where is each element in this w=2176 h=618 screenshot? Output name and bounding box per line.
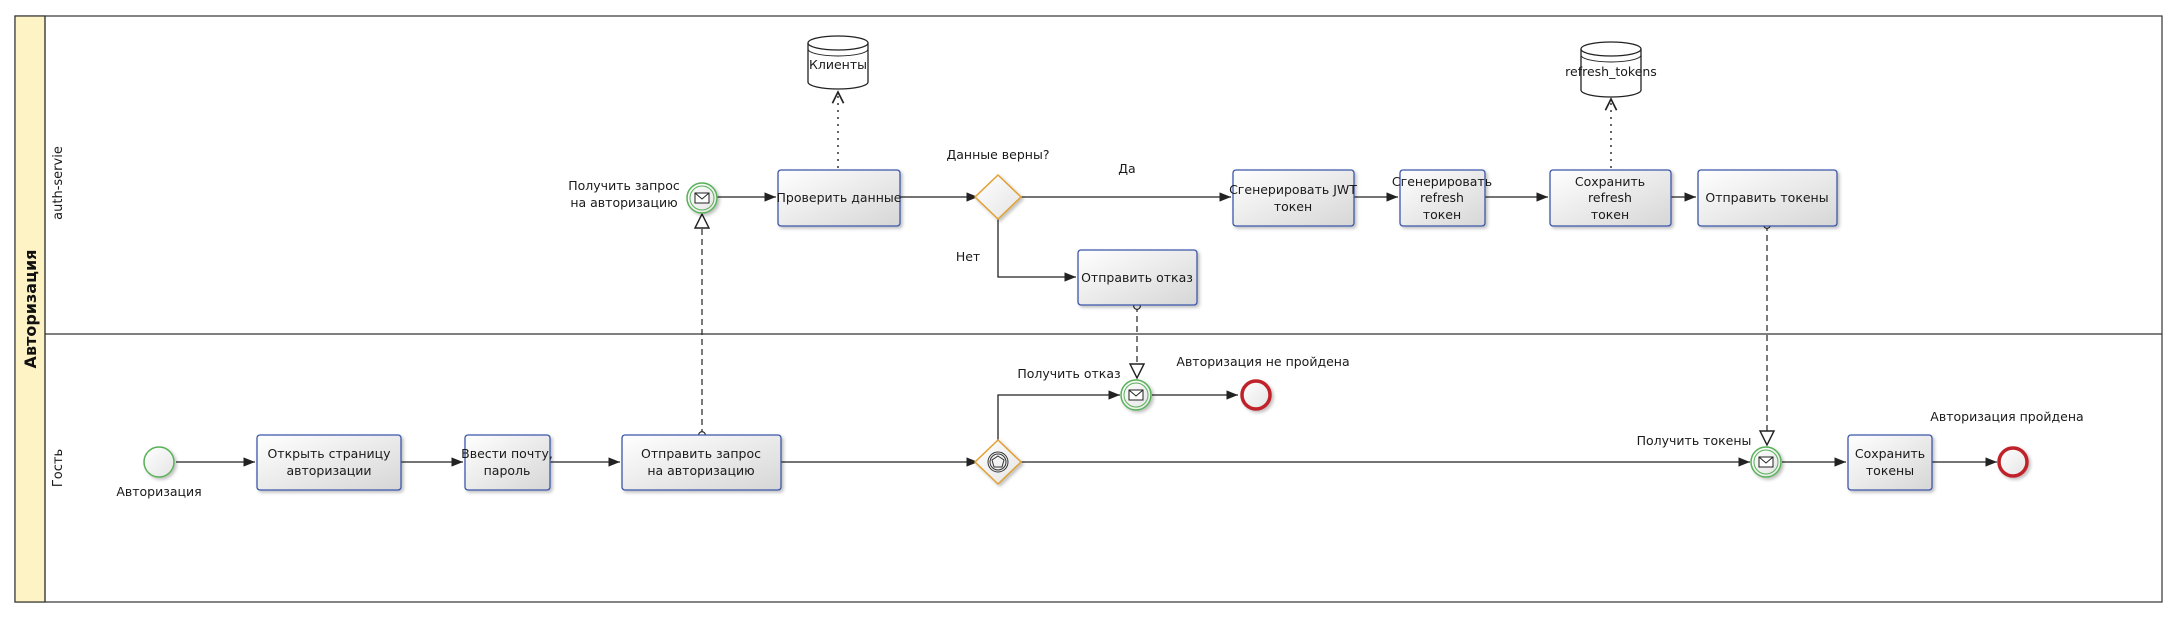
task-save-refresh[interactable]: Сохранить refresh токен bbox=[1549, 169, 1672, 227]
task-open-auth-page[interactable]: Открыть страницу авторизации bbox=[256, 434, 402, 491]
task-save-refresh-line2: refresh bbox=[1588, 190, 1632, 205]
task-enter-email-line1: Ввести почту, bbox=[461, 446, 553, 461]
message-flows bbox=[702, 214, 1767, 445]
event-receive-request-label-2: на авторизацию bbox=[570, 195, 677, 210]
task-check-data-label: Проверить данные bbox=[777, 190, 902, 205]
task-generate-refresh[interactable]: Сгенерировать refresh токен bbox=[1392, 169, 1492, 227]
gateway-no-label: Нет bbox=[956, 249, 980, 264]
event-receive-refusal-label: Получить отказ bbox=[1017, 366, 1120, 381]
end-event-failed[interactable] bbox=[1240, 379, 1272, 411]
gateway-event-based[interactable] bbox=[973, 438, 1023, 486]
task-save-tokens-line1: Сохранить bbox=[1855, 446, 1925, 461]
gateway-exclusive[interactable] bbox=[973, 173, 1023, 221]
lane-label-service: auth-servie bbox=[51, 146, 66, 220]
task-send-tokens[interactable]: Отправить токены bbox=[1697, 169, 1838, 227]
gateway-yes-label: Да bbox=[1118, 161, 1135, 176]
data-store-clients: Клиенты bbox=[807, 35, 869, 90]
task-save-refresh-line1: Сохранить bbox=[1575, 174, 1645, 189]
end-event-failed-label: Авторизация не пройдена bbox=[1176, 354, 1349, 369]
task-enter-email-line2: пароль bbox=[484, 463, 531, 478]
task-generate-refresh-line2: refresh bbox=[1420, 190, 1464, 205]
event-receive-refusal[interactable] bbox=[1120, 379, 1152, 411]
envelope-icon bbox=[1128, 389, 1144, 401]
start-event-label: Авторизация bbox=[116, 484, 201, 499]
envelope-icon bbox=[1758, 456, 1774, 468]
event-receive-request[interactable] bbox=[686, 182, 718, 214]
task-send-refusal[interactable]: Отправить отказ bbox=[1077, 249, 1198, 306]
event-receive-tokens[interactable] bbox=[1750, 446, 1782, 478]
end-event-passed-label: Авторизация пройдена bbox=[1930, 409, 2083, 424]
task-open-auth-page-line2: авторизации bbox=[286, 463, 371, 478]
pool-header bbox=[14, 15, 46, 603]
task-send-refusal-label: Отправить отказ bbox=[1081, 270, 1193, 285]
data-store-clients-label: Клиенты bbox=[809, 57, 867, 72]
task-send-request-line2: на авторизацию bbox=[647, 463, 754, 478]
task-open-auth-page-line1: Открыть страницу bbox=[267, 446, 391, 461]
sequence-flows bbox=[176, 192, 1997, 467]
task-save-tokens[interactable]: Сохранить токены bbox=[1847, 434, 1933, 491]
task-generate-refresh-line1: Сгенерировать bbox=[1392, 174, 1492, 189]
pool-title: Авторизация bbox=[21, 250, 40, 369]
data-store-refresh-tokens-label: refresh_tokens bbox=[1565, 64, 1657, 79]
task-check-data[interactable]: Проверить данные bbox=[777, 169, 902, 227]
lane-label-guest: Гость bbox=[51, 449, 66, 487]
gateway-question-label: Данные верны? bbox=[947, 147, 1050, 162]
start-event[interactable] bbox=[143, 446, 175, 478]
task-generate-refresh-line3: токен bbox=[1423, 207, 1461, 222]
task-enter-email[interactable]: Ввести почту, пароль bbox=[461, 434, 553, 491]
end-event-passed[interactable] bbox=[1997, 446, 2029, 478]
event-receive-request-label-1: Получить запрос bbox=[568, 178, 680, 193]
task-send-request[interactable]: Отправить запрос на авторизацию bbox=[621, 434, 782, 491]
envelope-icon bbox=[694, 192, 710, 204]
task-send-request-line1: Отправить запрос bbox=[641, 446, 761, 461]
task-generate-jwt-line2: токен bbox=[1274, 199, 1312, 214]
task-generate-jwt[interactable]: Сгенерировать JWT токен bbox=[1229, 169, 1357, 227]
data-store-refresh-tokens: refresh_tokens bbox=[1565, 41, 1657, 98]
task-send-tokens-label: Отправить токены bbox=[1705, 190, 1828, 205]
task-save-refresh-line3: токен bbox=[1591, 207, 1629, 222]
task-save-tokens-line2: токены bbox=[1866, 463, 1914, 478]
event-receive-tokens-label: Получить токены bbox=[1637, 433, 1752, 448]
pool: Авторизация auth-servie Гость bbox=[14, 15, 2163, 603]
task-generate-jwt-line1: Сгенерировать JWT bbox=[1229, 182, 1357, 197]
pentagon-icon bbox=[991, 455, 1005, 468]
